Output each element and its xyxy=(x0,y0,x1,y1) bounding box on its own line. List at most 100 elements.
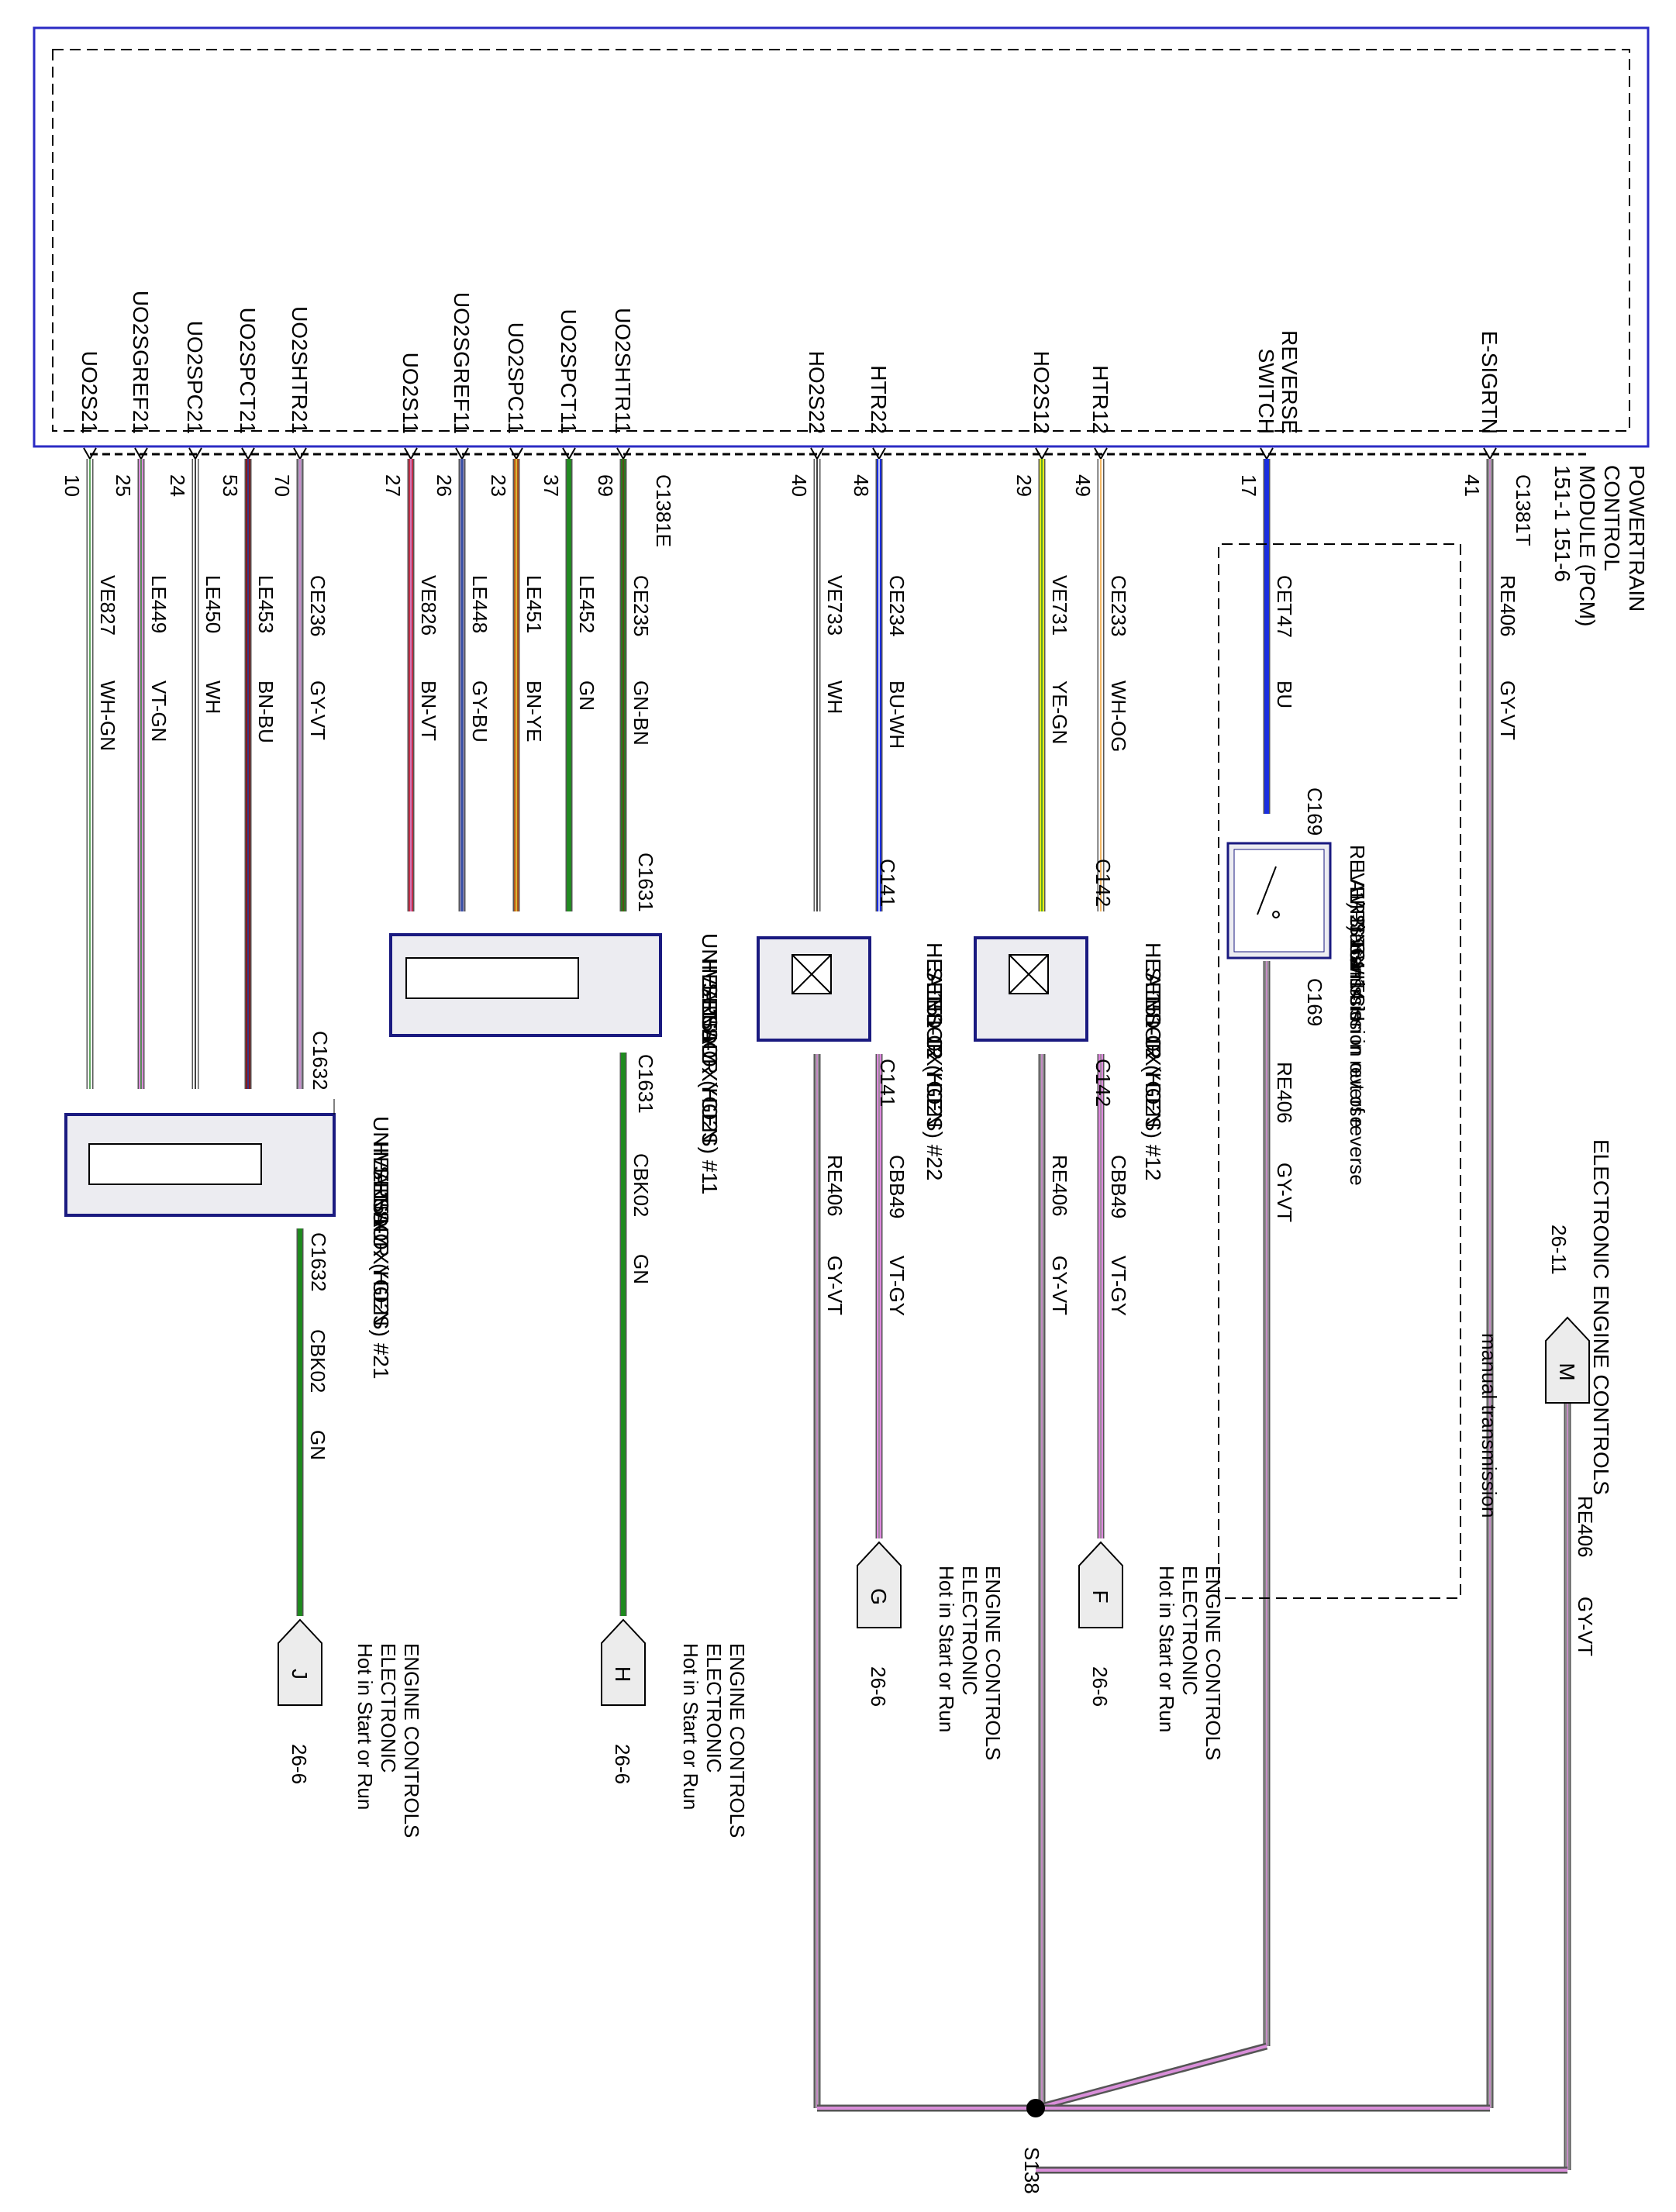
reference-caption-line: ENGINE CONTROLS xyxy=(1202,1566,1225,1760)
svg-text:151-14: 151-14 xyxy=(1346,938,1369,1001)
pcm-pins: UO2S2110UO2SGREF2125UO2SPC2124UO2SPCT215… xyxy=(60,291,1502,497)
reference-caption-line: Hot in Start or Run xyxy=(1155,1566,1178,1732)
pin-number-label: 40 xyxy=(788,474,811,497)
wire-circuit-code: LE450 xyxy=(202,575,225,633)
wire-color-code: WH xyxy=(202,680,225,714)
sensor-ho2s-12: HEATED OXYGEN SENSOR (HO2S) #12 151-12 C… xyxy=(974,859,1165,1180)
svg-text:26-11: 26-11 xyxy=(1547,1225,1571,1275)
svg-text:REVERSING: REVERSING xyxy=(1346,845,1369,963)
wire-circuit-code: LE453 xyxy=(254,575,278,633)
reversing-lamps-switch: REVERSING LAMPS SWITCH 1) Transmission i… xyxy=(1218,543,1501,1599)
wire-circuit-code: VE827 xyxy=(96,575,119,636)
pin-signal-label: SWITCH xyxy=(1254,349,1278,434)
wire-re406-return xyxy=(1034,2042,1268,2112)
wire-circuit-code: LE452 xyxy=(575,575,598,633)
reference-pentagon xyxy=(601,1618,646,1706)
reference-page: 26-6 xyxy=(867,1666,890,1707)
reference-page: 26-6 xyxy=(1088,1666,1112,1707)
wire-circuit-code: RE406 xyxy=(823,1155,847,1217)
wire-circuit-code: RE406 xyxy=(1048,1155,1071,1217)
pin-signal-label: HO2S22 xyxy=(805,351,829,434)
reference-pentagon xyxy=(857,1541,902,1628)
pin-number-label: 10 xyxy=(60,474,84,497)
wire-color-code: GN xyxy=(306,1430,329,1460)
connector-c142-top: C142 xyxy=(1091,859,1115,907)
pin-signal-label: UO2SGREF21 xyxy=(129,291,153,434)
svg-text:SENSOR (HO2S) #22: SENSOR (HO2S) #22 xyxy=(922,967,947,1180)
wire-circuit-code: VE731 xyxy=(1048,575,1071,636)
pin-signal-label: UO2SPC11 xyxy=(504,322,528,434)
reference-letter: F xyxy=(1088,1590,1112,1603)
reference-page: 26-6 xyxy=(288,1744,311,1784)
wire-circuit-code: CBB49 xyxy=(885,1155,909,1218)
connector-c1631-top: C1631 xyxy=(634,853,657,912)
pin-signal-label: UO2SPC21 xyxy=(183,321,207,434)
pcm-module xyxy=(33,26,1650,448)
pcm-pin-uo2sgref21: UO2SGREF21 25 xyxy=(112,291,153,497)
svg-text:151-1 151-6: 151-1 151-6 xyxy=(1550,465,1574,582)
reference-caption-line: ELECTRONIC xyxy=(702,1643,726,1773)
svg-text:UNIVERSAL: UNIVERSAL xyxy=(698,933,722,1056)
wire-color-code: GY-VT xyxy=(823,1256,847,1315)
wire-circuit-code: CE233 xyxy=(1107,575,1130,637)
connector-c1381t: C1381T xyxy=(1512,474,1535,546)
wire-color-code: WH-GN xyxy=(96,680,119,751)
reference-caption-line: Hot in Start or Run xyxy=(353,1643,377,1810)
svg-text:151-12: 151-12 xyxy=(1141,992,1165,1059)
svg-text:HEATED OXYGEN: HEATED OXYGEN xyxy=(922,942,947,1128)
pcm-pin-ho2s22: HO2S22 40 xyxy=(788,351,829,497)
wire-circuit-code: CBK02 xyxy=(629,1153,653,1217)
connector-c169-bottom: C169 xyxy=(1303,978,1326,1026)
pin-number-label: 25 xyxy=(112,474,135,497)
connector-c169-top: C169 xyxy=(1303,787,1326,836)
wire-circuit-code: LE448 xyxy=(468,575,491,633)
wire-circuit-code: CE234 xyxy=(885,575,909,637)
svg-text:POWERTRAIN: POWERTRAIN xyxy=(1625,465,1649,612)
pin-number-label: 37 xyxy=(540,474,563,497)
wire-circuit-code: CBB49 xyxy=(1107,1155,1130,1218)
pin-signal-label: UO2SHTR21 xyxy=(288,306,312,434)
reference-m-connector: M xyxy=(1545,1316,1590,1404)
connector-c141-bottom: C141 xyxy=(876,1059,899,1107)
wire-circuit-code: CBK02 xyxy=(306,1329,329,1393)
reference-letter: H xyxy=(611,1666,635,1682)
reference-page: 26-6 xyxy=(611,1744,634,1784)
svg-text:SENSOR (HO2S) #21: SENSOR (HO2S) #21 xyxy=(369,1166,393,1379)
svg-text:151-7: 151-7 xyxy=(369,1190,393,1246)
wire-color-code: BN-YE xyxy=(522,680,546,742)
pin-signal-label: UO2SPCT21 xyxy=(236,308,260,434)
wire-color-code: YE-GN xyxy=(1048,680,1071,744)
pin-signal-label: UO2SPCT11 xyxy=(557,309,581,434)
splice-s138: S138 xyxy=(1020,2099,1045,2194)
wire-circuit-code: RE406 xyxy=(1574,1496,1597,1558)
svg-text:S138: S138 xyxy=(1020,2147,1043,2194)
reference-caption-line: ENGINE CONTROLS xyxy=(726,1643,749,1838)
connector-c1632-bottom: C1632 xyxy=(307,1232,330,1292)
wire-color-code: VT-GY xyxy=(885,1256,909,1316)
